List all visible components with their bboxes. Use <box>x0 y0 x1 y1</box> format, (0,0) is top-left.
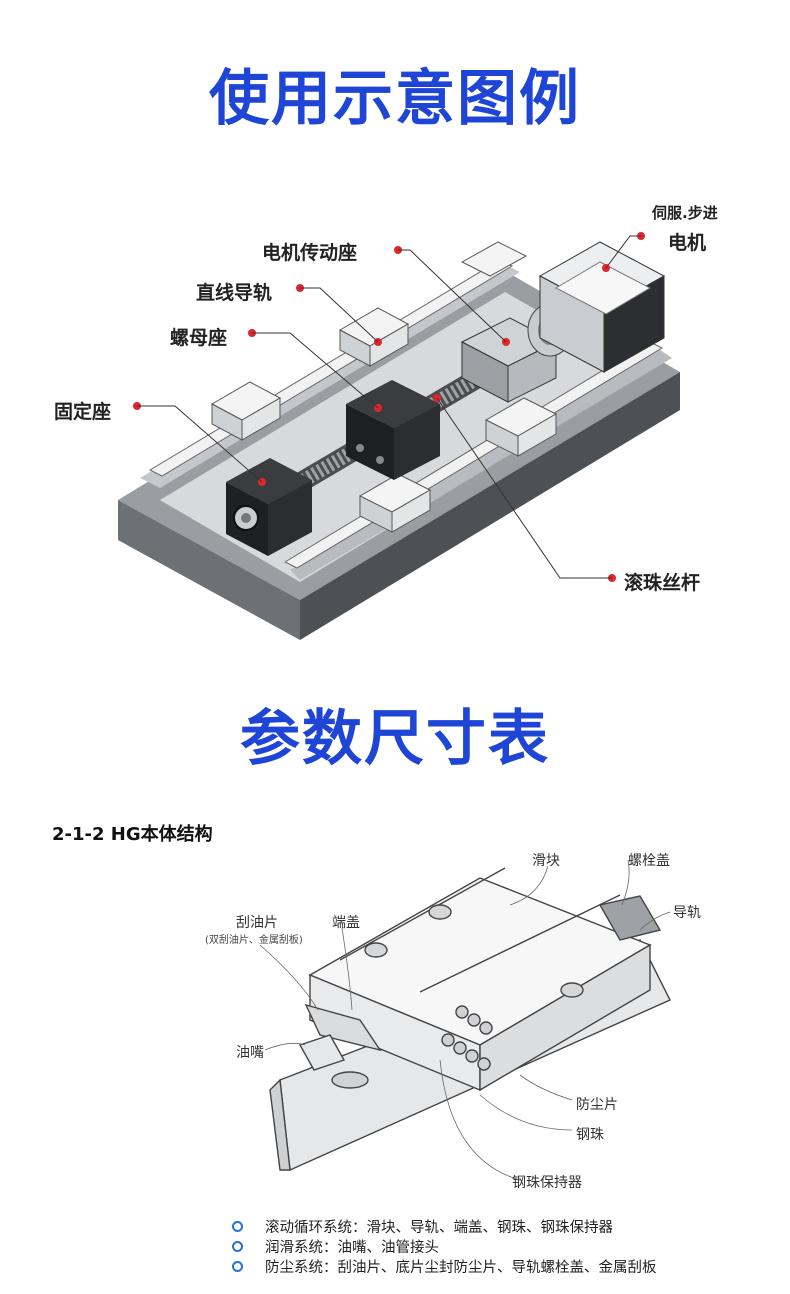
slider-left-2 <box>338 307 410 367</box>
slider-left-1 <box>210 381 282 441</box>
hg-label-slider: 滑块 <box>532 853 560 869</box>
linear-module-illustration <box>118 232 680 640</box>
hg-bolt-hole-2 <box>428 904 452 920</box>
section-title-usage: 使用示意图例 <box>209 64 581 134</box>
hg-block-front <box>309 973 481 1092</box>
section-title-dimensions: 参数尺寸表 <box>240 704 550 774</box>
fixed-seat <box>226 458 312 556</box>
hg-block-side <box>479 943 651 1092</box>
hg-bolt-hole-3 <box>560 982 584 998</box>
legend-item: 滚动循环系统：滑块、导轨、端盖、钢珠、钢珠保持器 <box>232 1216 657 1236</box>
circle-bullet-icon <box>232 1220 243 1232</box>
hg-label-bolt-cap: 螺栓盖 <box>628 853 670 869</box>
hg-structure-title: 2-1-2 HG本体结构 <box>52 824 213 845</box>
label-motor: 电机 <box>668 232 707 254</box>
hg-rail <box>279 939 671 1172</box>
hg-label-ball-retainer: 钢珠保持器 <box>512 1175 582 1191</box>
label-fixed-seat: 固定座 <box>54 401 112 423</box>
base-front-left <box>118 500 300 640</box>
hg-label-scraper: 刮油片 <box>236 915 278 931</box>
hg-label-steel-ball: 钢珠 <box>576 1127 604 1143</box>
label-linear-guide: 直线导轨 <box>196 282 273 304</box>
label-ball-screw: 滚珠丝杆 <box>624 572 701 594</box>
hg-label-dust-seal: 防尘片 <box>576 1097 618 1113</box>
hg-label-end-cap: 端盖 <box>332 915 360 931</box>
base-front-right <box>300 372 680 640</box>
system-legend: 滚动循环系统：滑块、导轨、端盖、钢珠、钢珠保持器 润滑系统：油嘴、油管接头 防尘… <box>232 1216 657 1276</box>
nut-seat <box>346 380 440 480</box>
hg-label-grease-nipple: 油嘴 <box>236 1045 264 1061</box>
legend-item: 润滑系统：油嘴、油管接头 <box>232 1236 657 1256</box>
slider-left-3 <box>460 241 528 277</box>
circle-bullet-icon <box>232 1240 243 1252</box>
hg-bolt-hole-1 <box>364 942 388 958</box>
hg-label-rail: 导轨 <box>673 905 701 921</box>
legend-item: 防尘系统：刮油片、底片尘封防尘片、导轨螺栓盖、金属刮板 <box>232 1256 657 1276</box>
label-nut-seat: 螺母座 <box>170 327 228 349</box>
slider-right-2 <box>484 397 558 457</box>
red-markers <box>133 232 645 582</box>
label-motor-drive-seat: 电机传动座 <box>262 242 358 264</box>
hg-label-scraper-sub: (双刮油片、金属刮板) <box>205 935 303 946</box>
hg-leader-lines <box>259 859 671 1181</box>
label-servo-stepper: 伺服.步进 <box>652 204 718 222</box>
hg-steel-balls <box>441 1005 493 1071</box>
hg-block-top <box>308 877 652 1046</box>
hg-rail-end <box>598 895 662 941</box>
circle-bullet-icon <box>232 1260 243 1272</box>
servo-motor <box>538 241 666 373</box>
hg-grease-nipple <box>298 1034 369 1089</box>
hg-end-cap <box>304 1003 382 1052</box>
slider-right-1 <box>358 473 432 533</box>
leader-lines <box>137 235 641 579</box>
